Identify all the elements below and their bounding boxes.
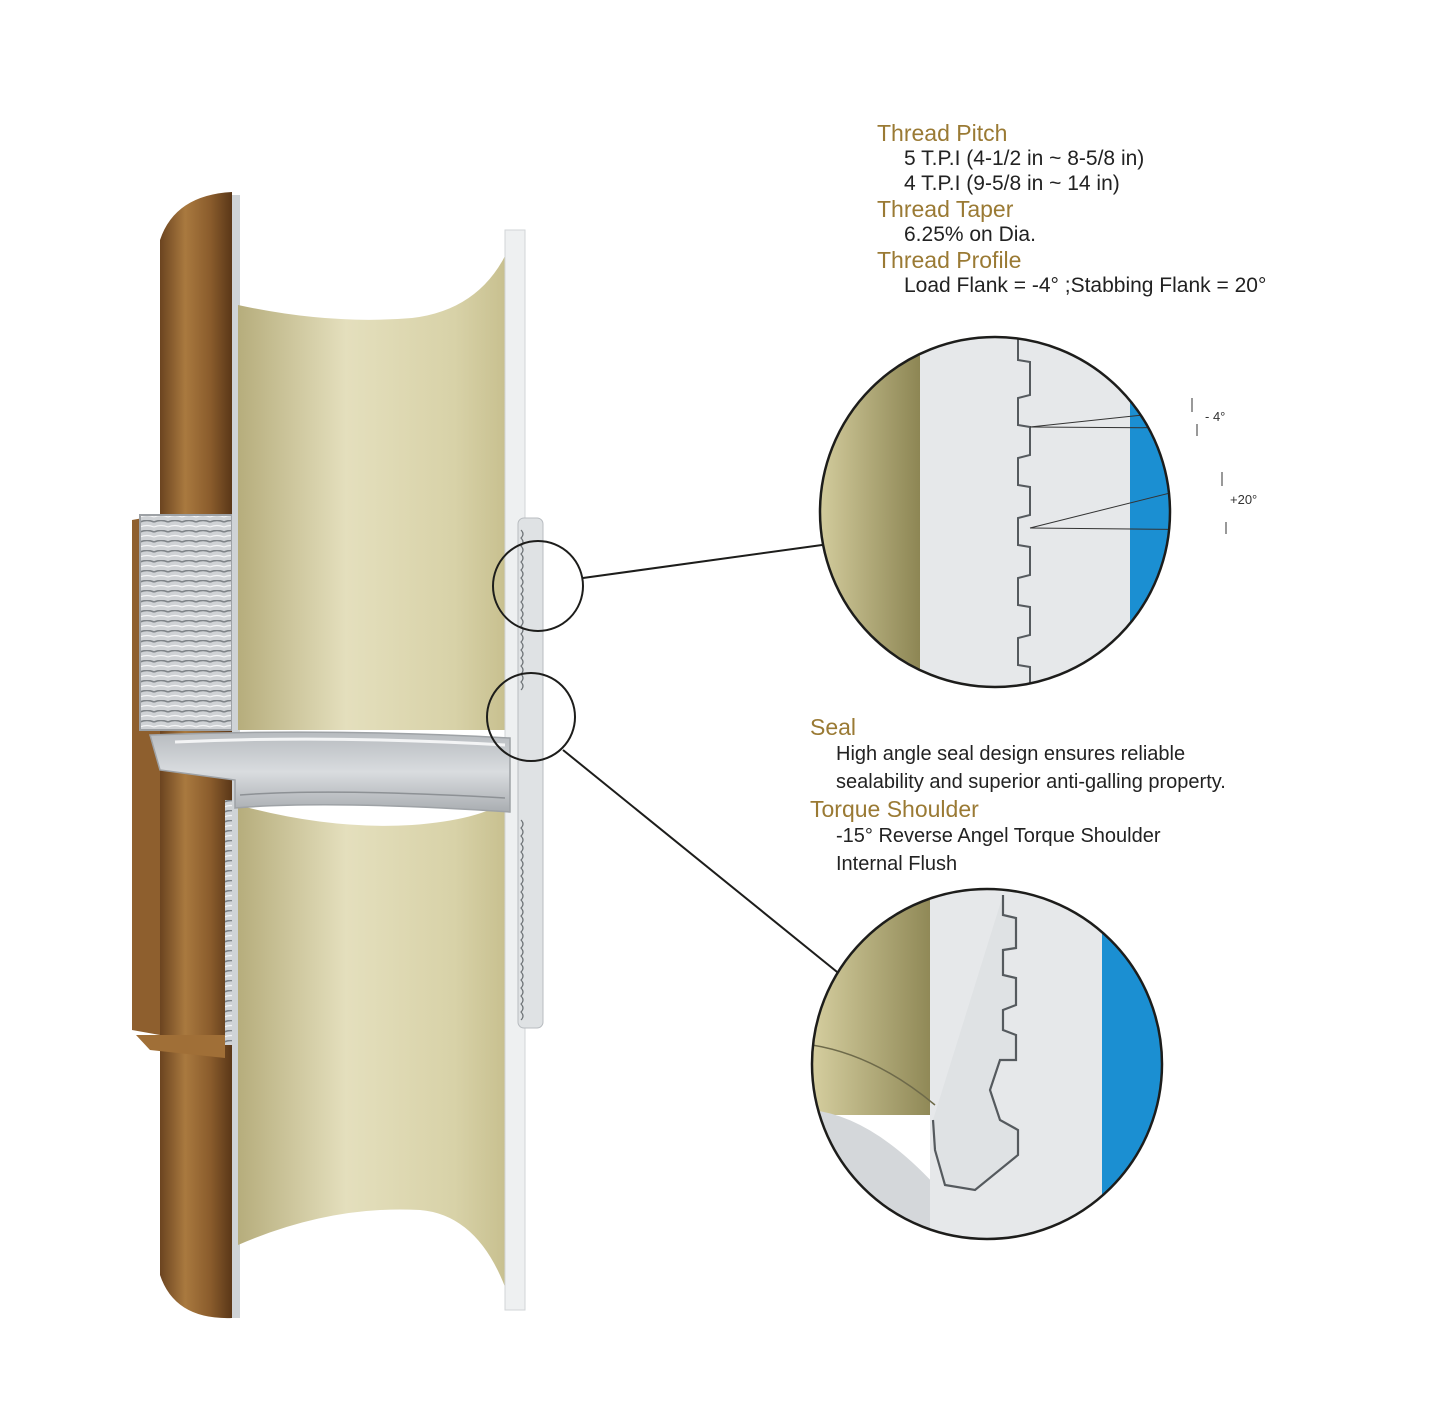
stab-flank-angle-label: +20° xyxy=(1230,492,1258,507)
thread-profile-line: Load Flank = -4° ;Stabbing Flank = 20° xyxy=(904,274,1267,297)
seal-specs-block: Seal High angle seal design ensures reli… xyxy=(810,714,1226,878)
thread-taper-heading: Thread Taper xyxy=(877,196,1014,222)
seal-leader-line xyxy=(562,749,848,981)
thread-pitch-line-1: 5 T.P.I (4-1/2 in ~ 8-5/8 in) xyxy=(904,147,1145,170)
load-flank-angle-label: - 4° xyxy=(1205,409,1226,424)
seal-tooth-profile xyxy=(931,895,1020,1192)
thread-teeth-profile xyxy=(1017,337,1031,687)
thread-pitch-line-2: 4 T.P.I (9-5/8 in ~ 14 in) xyxy=(904,172,1120,195)
lower-pipe-bore xyxy=(238,800,508,1295)
torque-shoulder-line-2: Internal Flush xyxy=(836,853,958,875)
right-coupling xyxy=(517,517,544,1029)
thread-leader-line xyxy=(582,544,823,579)
coupling-blue-section xyxy=(1130,337,1170,687)
torque-shoulder-line-1: -15° Reverse Angel Torque Shoulder xyxy=(836,825,1161,847)
upper-pipe-bore xyxy=(238,250,508,730)
pipe-assembly xyxy=(132,192,544,1319)
thread-specs-block: Thread Pitch 5 T.P.I (4-1/2 in ~ 8-5/8 i… xyxy=(877,120,1266,298)
seal-detail-view xyxy=(810,887,1164,1241)
seal-line-2: sealability and superior anti-galling pr… xyxy=(836,771,1226,793)
seal-line-1: High angle seal design ensures reliable xyxy=(836,743,1186,765)
thread-taper-line: 6.25% on Dia. xyxy=(904,223,1036,246)
center-coupling-band xyxy=(149,731,511,813)
upper-threaded-pin xyxy=(139,514,233,731)
thread-pitch-heading: Thread Pitch xyxy=(877,120,1008,146)
thread-callout-circle xyxy=(492,540,584,632)
seal-heading: Seal xyxy=(810,714,857,740)
thread-detail-view xyxy=(818,335,1227,689)
thread-profile-heading: Thread Profile xyxy=(877,247,1022,273)
seal-callout-circle xyxy=(486,672,576,762)
torque-shoulder-heading: Torque Shoulder xyxy=(810,796,979,822)
